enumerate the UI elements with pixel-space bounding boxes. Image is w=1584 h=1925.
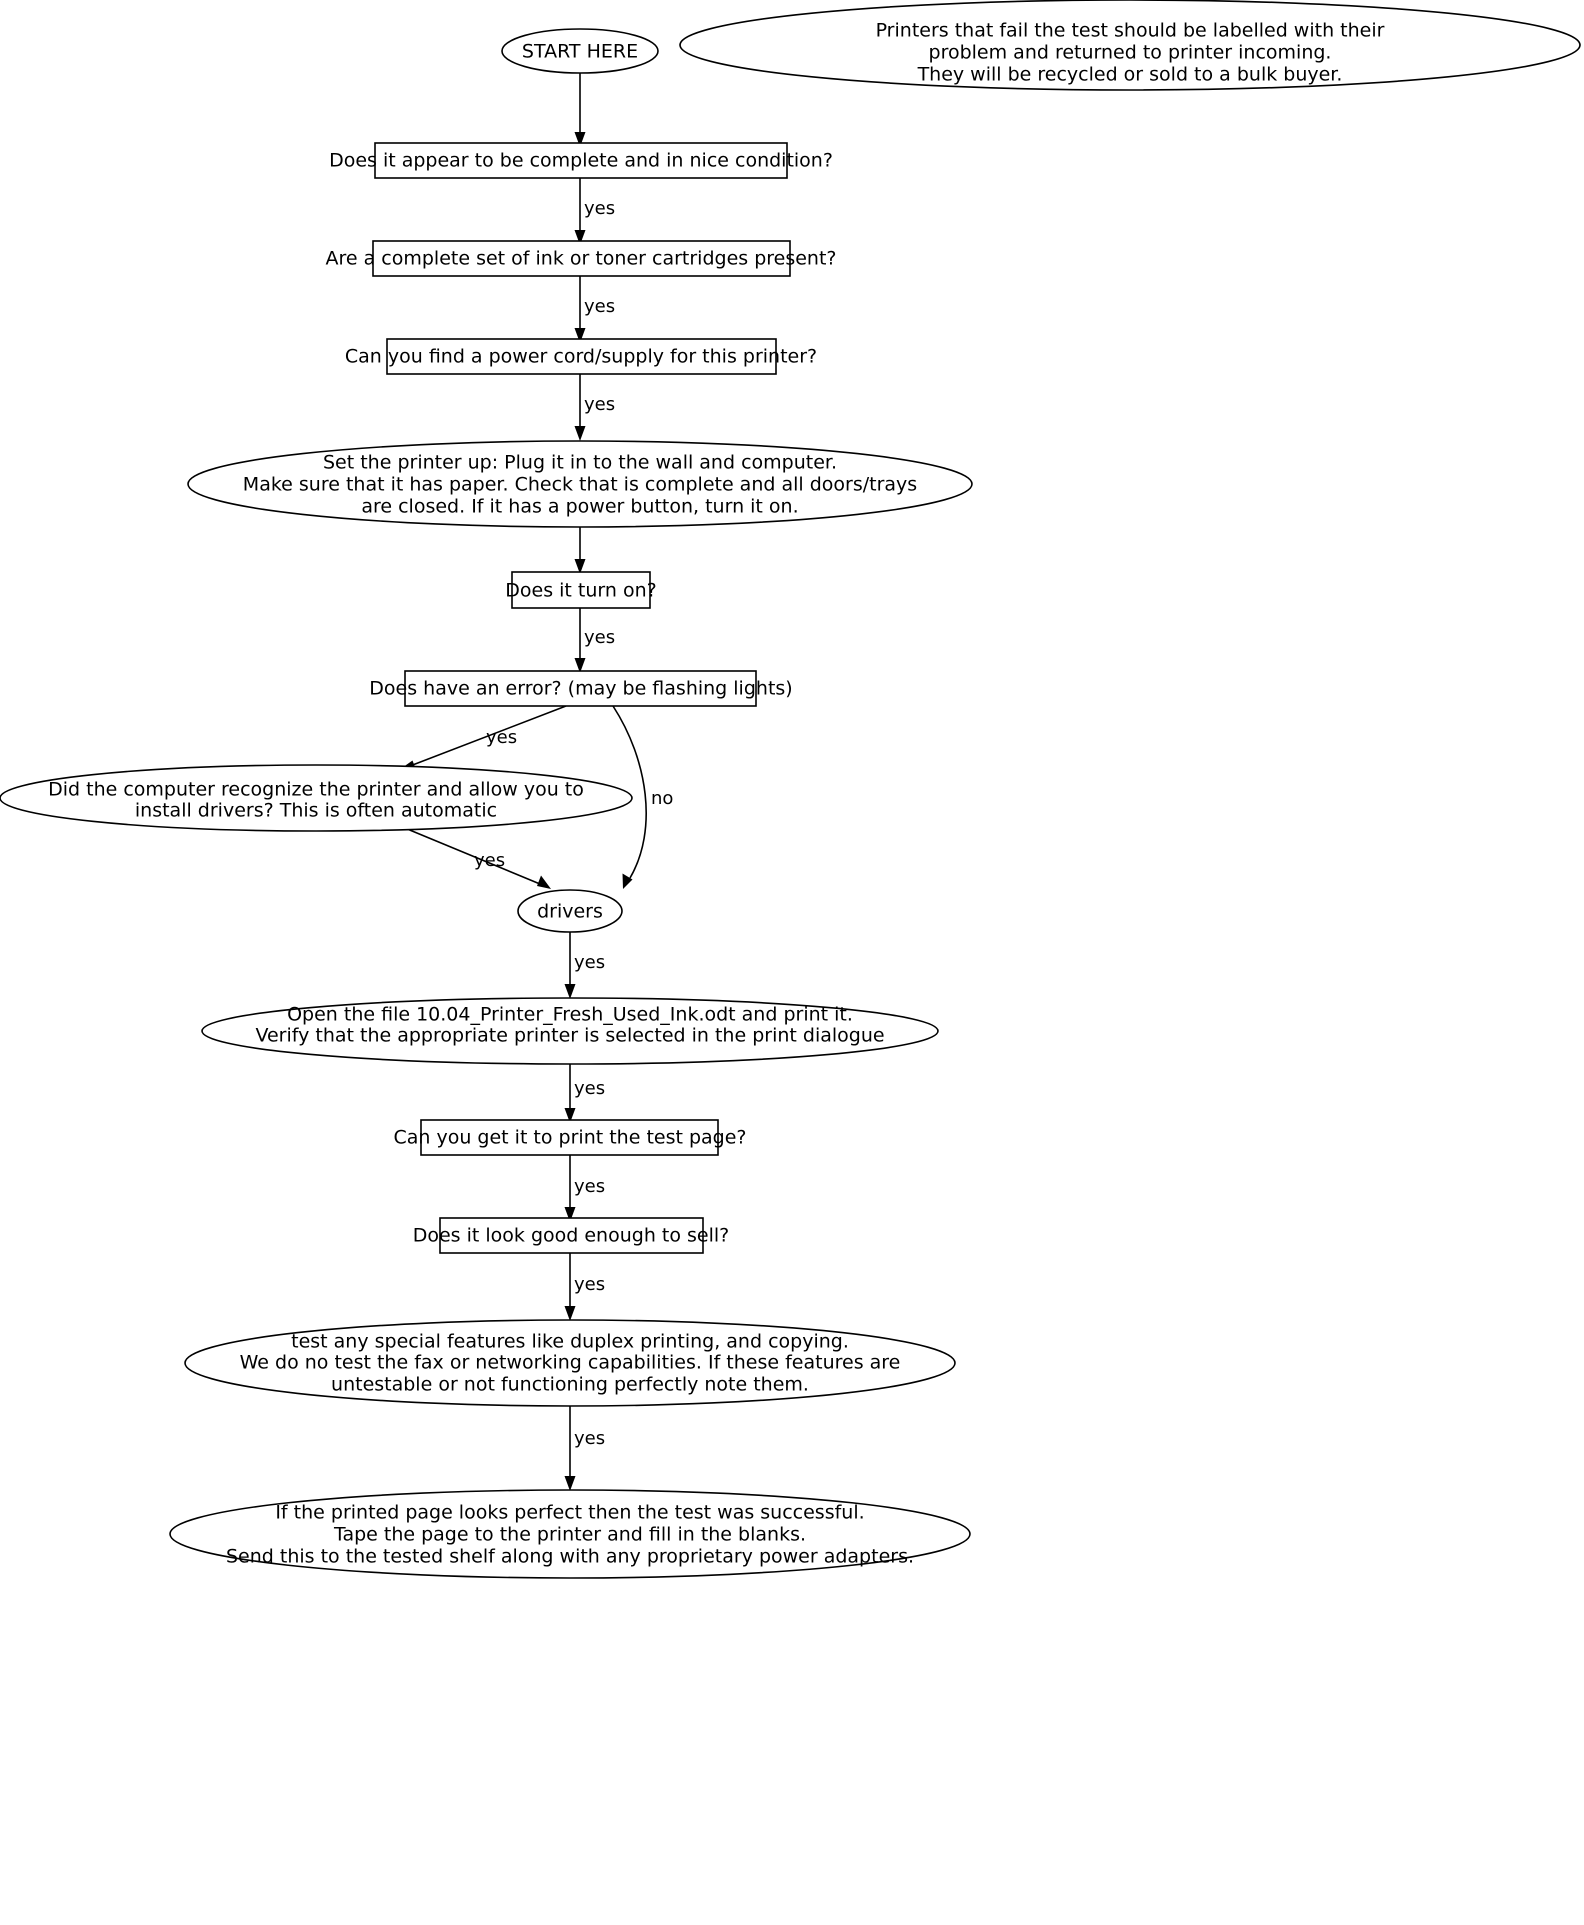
node-question-cartridges[interactable]: Are a complete set of ink or toner cartr… xyxy=(325,240,837,277)
arrowhead-icon xyxy=(574,230,586,245)
node-open-file[interactable]: Open the file 10.04_Printer_Fresh_Used_I… xyxy=(201,997,939,1065)
edge-label-yes: yes xyxy=(574,952,605,973)
node-label-line: Did the computer recognize the printer a… xyxy=(48,779,584,801)
edge-label-yes: yes xyxy=(474,850,505,871)
arrowhead-icon xyxy=(537,875,551,889)
node-setup-instructions[interactable]: Set the printer up: Plug it in to the wa… xyxy=(187,440,973,528)
node-question-recognize[interactable]: Did the computer recognize the printer a… xyxy=(0,764,633,832)
arrowhead-icon xyxy=(564,1306,576,1321)
edge-line xyxy=(612,705,647,879)
edge-label-yes: yes xyxy=(486,727,517,748)
edge-label-yes: yes xyxy=(584,394,615,415)
node-label-line: Does it look good enough to sell? xyxy=(413,1225,730,1247)
edge-label-yes: yes xyxy=(584,198,615,219)
arrowhead-icon xyxy=(564,1476,576,1491)
node-shape-ellipse xyxy=(184,1319,956,1407)
arrowhead-icon xyxy=(564,1108,576,1123)
edge-condition-to-cartridges: yes xyxy=(574,178,615,245)
arrowhead-icon xyxy=(574,559,586,574)
node-label-line: problem and returned to printer incoming… xyxy=(929,42,1332,64)
edge-setup-to-turnon xyxy=(574,526,586,574)
node-label-line: Does it appear to be complete and in nic… xyxy=(329,150,833,172)
node-label-line: Tape the page to the printer and fill in… xyxy=(333,1524,806,1546)
edge-testpage-to-lookgood: yes xyxy=(564,1155,605,1222)
arrowhead-icon xyxy=(574,132,586,147)
edge-start-to-condition xyxy=(574,73,586,147)
node-shape-ellipse xyxy=(0,764,633,832)
node-shape-ellipse xyxy=(169,1489,971,1579)
node-question-error[interactable]: Does have an error? (may be flashing lig… xyxy=(369,670,793,707)
node-question-turn-on[interactable]: Does it turn on? xyxy=(505,571,657,609)
node-label-line: If the printed page looks perfect then t… xyxy=(275,1502,864,1524)
node-note-fail[interactable]: Printers that fail the test should be la… xyxy=(679,0,1581,91)
node-shape-box xyxy=(404,670,757,707)
edge-lookgood-to-special: yes xyxy=(564,1253,605,1321)
node-shape-box xyxy=(420,1119,719,1156)
edge-label-yes: yes xyxy=(574,1176,605,1197)
node-label-line: Send this to the tested shelf along with… xyxy=(226,1546,914,1568)
node-label-line: Does have an error? (may be flashing lig… xyxy=(369,678,792,700)
arrowhead-icon xyxy=(574,328,586,343)
node-question-test-page[interactable]: Can you get it to print the test page? xyxy=(393,1119,747,1156)
edge-turnon-to-error: yes xyxy=(574,608,615,673)
node-label-line: Set the printer up: Plug it in to the wa… xyxy=(323,452,837,474)
node-label-line: Does it turn on? xyxy=(505,580,656,602)
node-shape-box xyxy=(386,338,777,375)
node-label-line: are closed. If it has a power button, tu… xyxy=(361,496,798,518)
arrowhead-icon xyxy=(622,873,633,889)
node-question-powercord[interactable]: Can you find a power cord/supply for thi… xyxy=(345,338,817,375)
node-label-line: We do no test the fax or networking capa… xyxy=(240,1352,901,1374)
node-label-line: drivers xyxy=(537,901,603,923)
node-shape-ellipse xyxy=(187,440,973,528)
node-start[interactable]: START HERE xyxy=(501,28,659,74)
edge-line xyxy=(399,825,541,885)
edge-error-to-recognize: yes xyxy=(399,705,567,771)
edge-line xyxy=(409,705,567,767)
node-finish[interactable]: If the printed page looks perfect then t… xyxy=(169,1489,971,1579)
edge-label-yes: yes xyxy=(574,1428,605,1449)
node-question-look-good[interactable]: Does it look good enough to sell? xyxy=(413,1217,730,1254)
node-special-features[interactable]: test any special features like duplex pr… xyxy=(184,1319,956,1407)
edge-openfile-to-testpage: yes xyxy=(564,1064,605,1123)
arrowhead-icon xyxy=(564,984,576,999)
arrowhead-icon xyxy=(564,1207,576,1222)
node-drivers[interactable]: drivers xyxy=(517,889,623,933)
edge-error-to-drivers: no xyxy=(612,705,673,889)
node-shape-ellipse xyxy=(201,997,939,1065)
node-shape-box xyxy=(511,571,651,609)
node-label-line: They will be recycled or sold to a bulk … xyxy=(917,64,1343,86)
node-label-line: Verify that the appropriate printer is s… xyxy=(255,1025,884,1047)
node-label-line: START HERE xyxy=(522,41,638,63)
node-label-line: test any special features like duplex pr… xyxy=(291,1331,849,1353)
node-shape-ellipse xyxy=(679,0,1581,91)
edge-recognize-to-drivers: yes xyxy=(399,825,551,889)
node-shape-box xyxy=(439,1217,704,1254)
arrowhead-icon xyxy=(574,658,586,673)
edge-special-to-finish: yes xyxy=(564,1406,605,1491)
node-label-line: Are a complete set of ink or toner cartr… xyxy=(325,248,836,270)
node-shape-ellipse xyxy=(517,889,623,933)
edge-label-no: no xyxy=(651,788,673,809)
node-label-line: untestable or not functioning perfectly … xyxy=(331,1374,809,1396)
node-shape-box xyxy=(374,142,788,179)
edge-label-yes: yes xyxy=(574,1078,605,1099)
node-label-line: Can you find a power cord/supply for thi… xyxy=(345,346,817,368)
node-label-line: Open the file 10.04_Printer_Fresh_Used_I… xyxy=(287,1004,853,1026)
edge-cartridges-to-powercord: yes xyxy=(574,276,615,343)
node-shape-ellipse xyxy=(501,28,659,74)
edge-drivers-to-openfile: yes xyxy=(564,931,605,999)
node-shape-box xyxy=(372,240,791,277)
node-question-condition[interactable]: Does it appear to be complete and in nic… xyxy=(329,142,833,179)
edge-label-yes: yes xyxy=(584,627,615,648)
edge-label-yes: yes xyxy=(584,296,615,317)
node-label-line: Can you get it to print the test page? xyxy=(393,1127,746,1149)
node-label-line: Printers that fail the test should be la… xyxy=(876,20,1385,42)
edge-label-yes: yes xyxy=(574,1274,605,1295)
edge-powercord-to-setup: yes xyxy=(574,374,615,441)
arrowhead-icon xyxy=(574,426,586,441)
node-label-line: install drivers? This is often automatic xyxy=(135,800,497,822)
node-label-line: Make sure that it has paper. Check that … xyxy=(243,474,917,496)
